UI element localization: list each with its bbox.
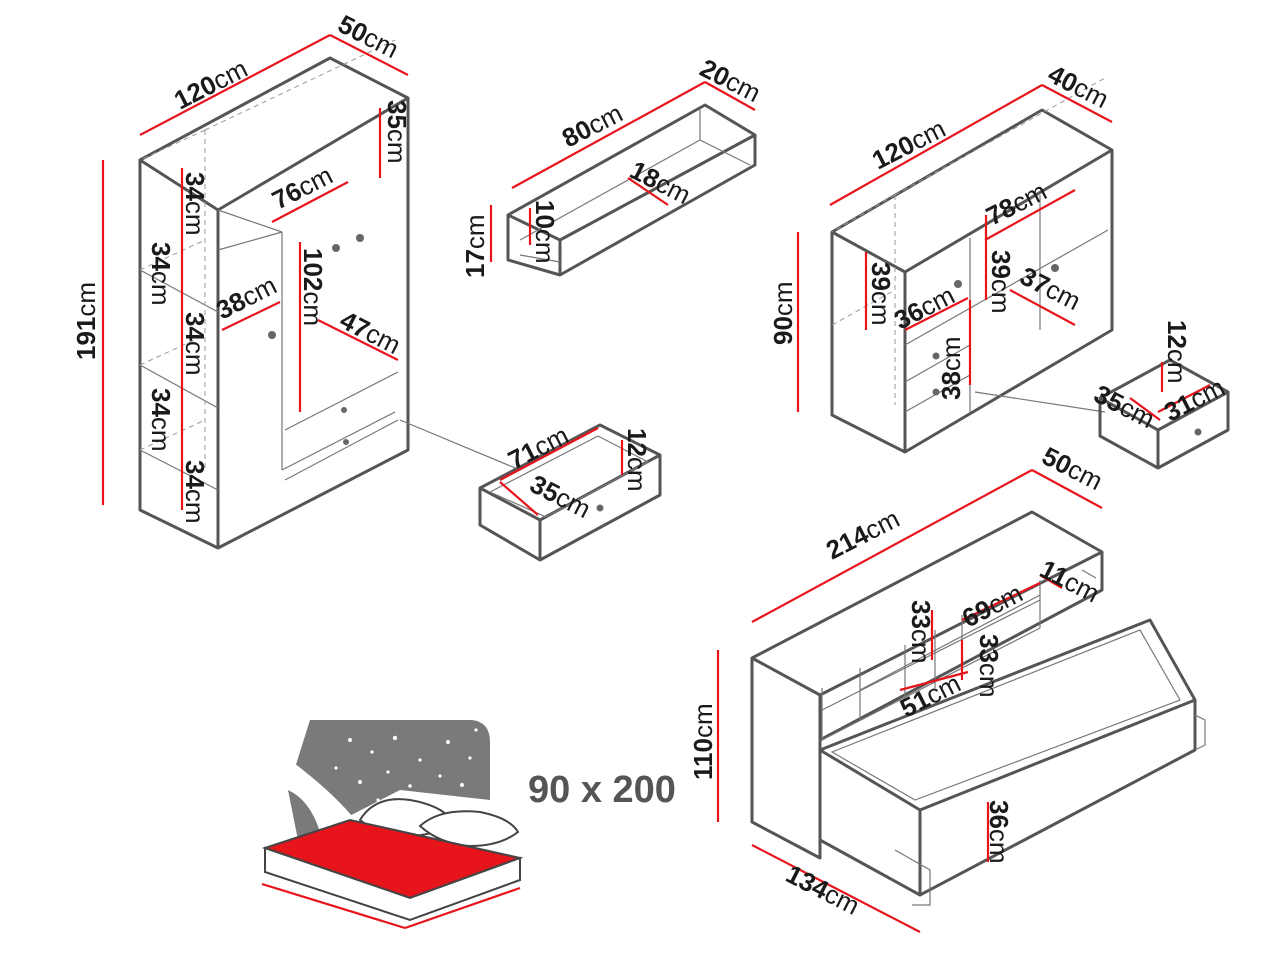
wall-shelf-outline [506,103,757,277]
dresser-drawer-outline [1098,358,1230,470]
wardrobe-knob [268,331,276,339]
wall-shelf: 80cm 20cm 17cm 10cm 18cm [460,53,766,278]
wardrobe-shelf-2-label: 34cm [146,242,176,306]
moon-icon [288,760,352,832]
wall-shelf-inner-height-label: 10cm [530,200,560,264]
wall-shelf-depth-label: 20cm [695,53,765,109]
wardrobe-knob [332,244,340,252]
dresser-outline [830,108,1114,454]
dresser-knob [954,280,962,288]
dresser-mid-d-label: 37cm [1015,261,1085,317]
mattress-size-label: 90 x 200 [528,769,676,811]
dresser-drawer-height-label: 12cm [1162,320,1192,384]
wall-bed-height-label: 110cm [688,703,718,780]
wall-bed-niche-h2-label: 33cm [974,634,1004,698]
dim-line [796,84,1113,412]
wardrobe-drawer-height-label: 12cm [622,428,652,492]
dresser-drawer-knob [1194,428,1202,436]
dresser: 120cm 40cm 90cm 78cm 39cm 36cm 39cm 37cm… [768,59,1114,454]
dresser-mid-h-label: 39cm [986,250,1016,314]
wardrobe-shelf-3-label: 34cm [180,312,210,376]
dresser-left-shelf-h-label: 39cm [866,262,896,326]
dresser-hidden-lines [831,77,1106,405]
dim-line [489,81,756,262]
dresser-depth-label: 40cm [1043,59,1113,115]
wardrobe-knob [341,407,347,413]
wall-bed-niche-h1-label: 33cm [906,600,936,664]
wardrobe-shelf-5-label: 34cm [180,460,210,524]
wardrobe-drawer-depth-label: 35cm [525,469,595,525]
wardrobe: 120cm 50cm 191cm 35cm 76cm 34cm 34cm 34c… [71,9,412,550]
wardrobe-interior [139,209,399,491]
leader-line [399,419,521,471]
dresser-knob [932,352,940,360]
stars [310,728,478,802]
wall-bed-niche-width-label: 69cm [957,578,1027,634]
wardrobe-shelf-1-label: 34cm [180,172,210,236]
dim-line [101,34,409,510]
wall-bed-shelf-width-label: 51cm [895,668,965,724]
dim-line [261,882,521,930]
dresser-height-label: 90cm [768,281,798,345]
dresser-knob [932,388,940,396]
dresser-left-shelf-d-label: 36cm [889,280,959,336]
dim-line [716,469,1103,933]
wall-shelf-height-label: 17cm [460,214,490,278]
wall-bed-mattress [830,629,1206,906]
dresser-knob [1051,264,1059,272]
dim-line [1129,362,1211,421]
dresser-drawer: 12cm 35cm 31cm [1089,320,1230,470]
wardrobe-hang-depth-label: 47cm [335,305,405,361]
wardrobe-height-label: 191cm [71,282,101,360]
wall-bed-width-label: 214cm [821,503,904,565]
wardrobe-drawer-inner [488,435,650,518]
dim-line [499,427,624,516]
mattress-icon: 90 x 200 [261,720,676,930]
mattress-side [264,846,521,922]
wall-bed-niches [821,569,1097,741]
wardrobe-drawer-knob [596,504,604,512]
wardrobe-top-shelf-label: 35cm [382,100,412,164]
wardrobe-knob [343,439,349,445]
leader-line [974,391,1106,413]
wall-bed-niche-depth-label: 11cm [1035,554,1104,609]
wardrobe-hang-height-label: 102cm [298,248,328,326]
wall-bed: 214cm 50cm 110cm 69cm 11cm 33cm 33cm 51c… [688,441,1206,933]
wall-bed-depth-label: 50cm [1037,441,1107,497]
wall-bed-bed-depth-label: 134cm [781,859,864,921]
wall-shelf-inner [519,108,751,263]
dresser-drawer-zone-label: 38cm [936,336,966,400]
wall-bed-frame-height-label: 36cm [984,800,1014,864]
wardrobe-knob [356,234,364,242]
wardrobe-shelf-4-label: 34cm [146,388,176,452]
wardrobe-shelf-width-label: 38cm [211,270,281,326]
dresser-width-label: 120cm [867,113,950,175]
wall-shelf-inner-depth-label: 18cm [625,155,695,211]
wardrobe-drawer: 71cm 12cm 35cm [478,420,662,562]
